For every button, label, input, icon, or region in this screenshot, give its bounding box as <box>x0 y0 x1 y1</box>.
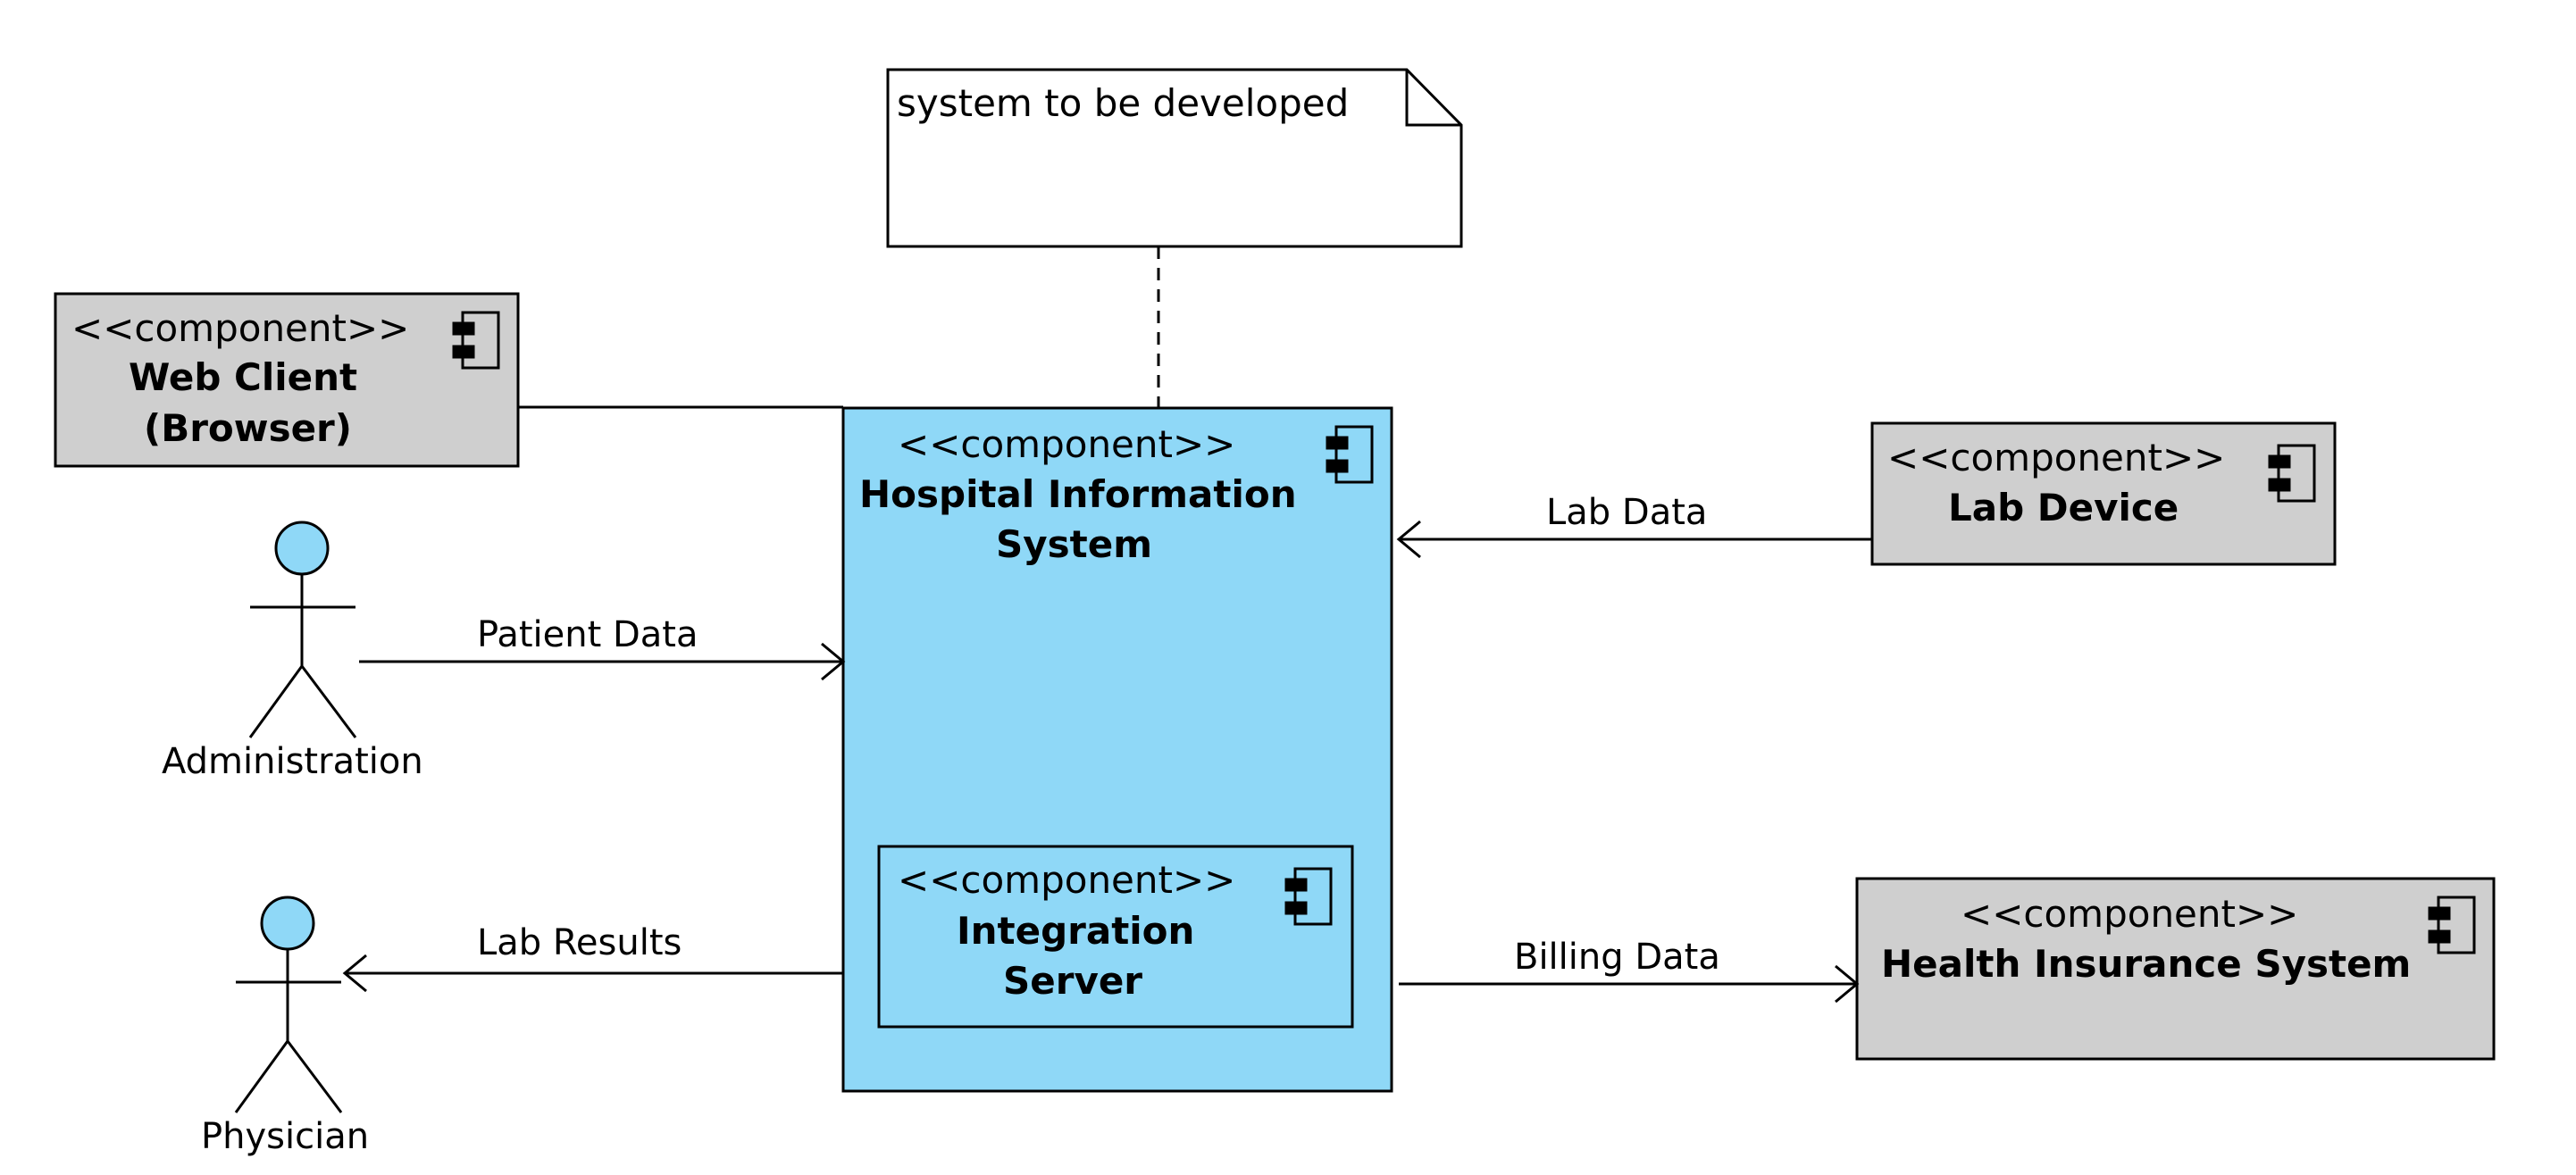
health-insurance-stereotype: <<component>> <box>1961 892 2298 936</box>
web-client-name-line1: Web Client <box>129 355 357 399</box>
lab-results-label: Lab Results <box>477 922 682 963</box>
web-client-stereotype: <<component>> <box>71 306 409 350</box>
actor-left-leg <box>248 665 304 738</box>
actor-right-leg <box>300 665 357 738</box>
health-insurance-box <box>1855 877 2496 1061</box>
lab-data-connector: Lab Data <box>1396 492 1872 559</box>
note[interactable]: system to be developed <box>886 68 1463 248</box>
web-client-name-line2: (Browser) <box>144 406 352 450</box>
lab-data-label: Lab Data <box>1546 492 1707 533</box>
his-name-line2: System <box>996 522 1152 566</box>
web-client-box <box>54 292 520 468</box>
lab-data-arrowhead <box>1396 520 1421 559</box>
web-client-component[interactable]: <<component>> Web Client (Browser) <box>54 292 520 468</box>
integration-server-box <box>877 845 1354 1029</box>
his-name-line1: Hospital Information <box>859 472 1297 516</box>
actor-head <box>274 521 330 576</box>
billing-data-arrowhead <box>1835 964 1860 1004</box>
integration-server-name-line1: Integration <box>957 909 1194 953</box>
patient-data-label: Patient Data <box>477 614 698 655</box>
actor-head <box>260 896 315 951</box>
lab-results-arrowhead <box>342 954 367 993</box>
his-stereotype: <<component>> <box>898 422 1235 466</box>
integration-server-stereotype: <<component>> <box>898 858 1235 902</box>
billing-data-label: Billing Data <box>1514 937 1720 978</box>
health-insurance-system-component[interactable]: <<component>> Health Insurance System <box>1855 877 2496 1061</box>
lab-device-component[interactable]: <<component>> Lab Device <box>1870 421 2337 566</box>
billing-data-connector: Billing Data <box>1399 937 1860 1004</box>
hospital-information-system-component[interactable]: <<component>> Hospital Information Syste… <box>841 406 1393 1093</box>
note-fold <box>1405 70 1461 127</box>
note-shape <box>886 68 1463 248</box>
actor-left-leg <box>234 1040 289 1113</box>
lab-device-name: Lab Device <box>1948 486 2179 529</box>
lab-results-connector: Lab Results <box>342 922 843 993</box>
note-text: system to be developed <box>897 81 1349 125</box>
health-insurance-name: Health Insurance System <box>1881 942 2411 986</box>
actor-right-leg <box>286 1040 343 1113</box>
lab-device-box <box>1870 421 2337 566</box>
integration-server-component[interactable]: <<component>> Integration Server <box>877 845 1354 1029</box>
integration-server-name-line2: Server <box>1003 959 1142 1003</box>
physician-actor[interactable]: Physician <box>201 896 369 1157</box>
patient-data-connector: Patient Data <box>359 614 846 681</box>
administration-label: Administration <box>162 741 423 782</box>
lab-device-stereotype: <<component>> <box>1887 436 2225 479</box>
patient-data-arrowhead <box>821 642 846 681</box>
administration-actor[interactable]: Administration <box>162 521 423 782</box>
physician-label: Physician <box>201 1116 369 1157</box>
